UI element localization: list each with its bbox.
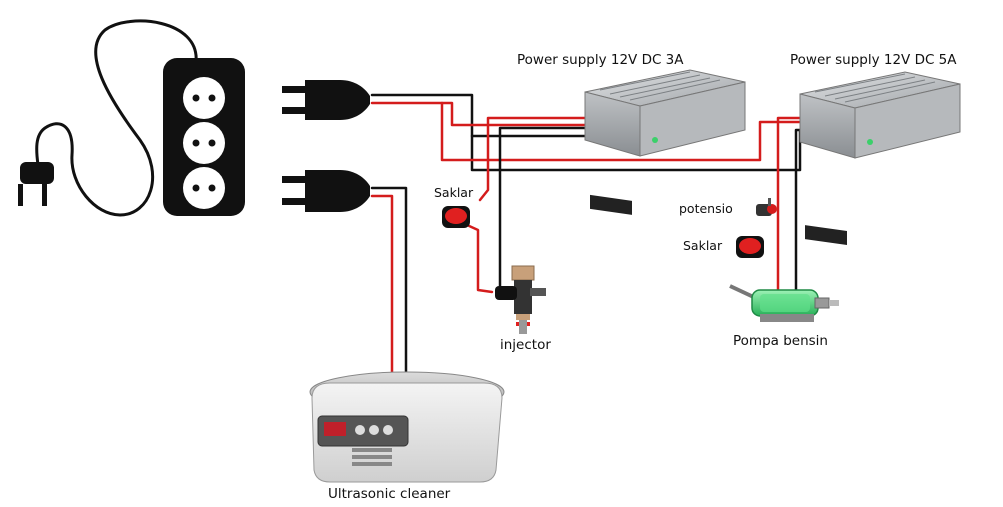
label-psu-3a: Power supply 12V DC 3A xyxy=(517,52,684,68)
wire-saklar-injector-red xyxy=(465,223,494,294)
wire-plug1-psu3a-red xyxy=(370,101,594,127)
wire-plug2-cleaner-black xyxy=(370,186,408,374)
wire-psu5a-pump-red xyxy=(776,116,812,294)
label-potensio: potensio xyxy=(679,201,733,216)
wall-plug xyxy=(18,162,54,206)
wire-plug1-psu5a-red xyxy=(440,101,810,162)
wire-plug2-cleaner-red xyxy=(370,194,394,374)
label-pompa-bensin: Pompa bensin xyxy=(733,333,828,349)
power-strip xyxy=(163,58,245,216)
ultrasonic-cleaner-device xyxy=(309,371,505,483)
injector-component xyxy=(495,265,546,334)
saklar-left-switch xyxy=(442,206,470,228)
label-psu-5a: Power supply 12V DC 5A xyxy=(790,52,957,68)
wire-psu3a-injector-red xyxy=(478,116,597,202)
strip-cable xyxy=(35,19,198,217)
socket-3 xyxy=(183,167,225,209)
saklar-right-switch xyxy=(736,236,764,258)
wires xyxy=(35,19,814,374)
psu-5a xyxy=(799,71,961,246)
psu-3a xyxy=(584,69,746,215)
label-injector: injector xyxy=(500,337,551,353)
wire-plug1-psu3a-black xyxy=(370,93,592,138)
socket-1 xyxy=(183,77,225,119)
plug-1 xyxy=(282,80,370,120)
plug-2 xyxy=(282,170,370,212)
label-saklar-left: Saklar xyxy=(434,185,474,200)
wire-psu5a-pump-black xyxy=(794,128,814,294)
potensio-knob xyxy=(756,198,777,216)
wire-psu3a-injector-black xyxy=(498,126,600,292)
socket-2 xyxy=(183,122,225,164)
label-ultrasonic-cleaner: Ultrasonic cleaner xyxy=(328,486,451,502)
pompa-bensin-pump xyxy=(729,284,839,322)
label-saklar-right: Saklar xyxy=(683,238,723,253)
